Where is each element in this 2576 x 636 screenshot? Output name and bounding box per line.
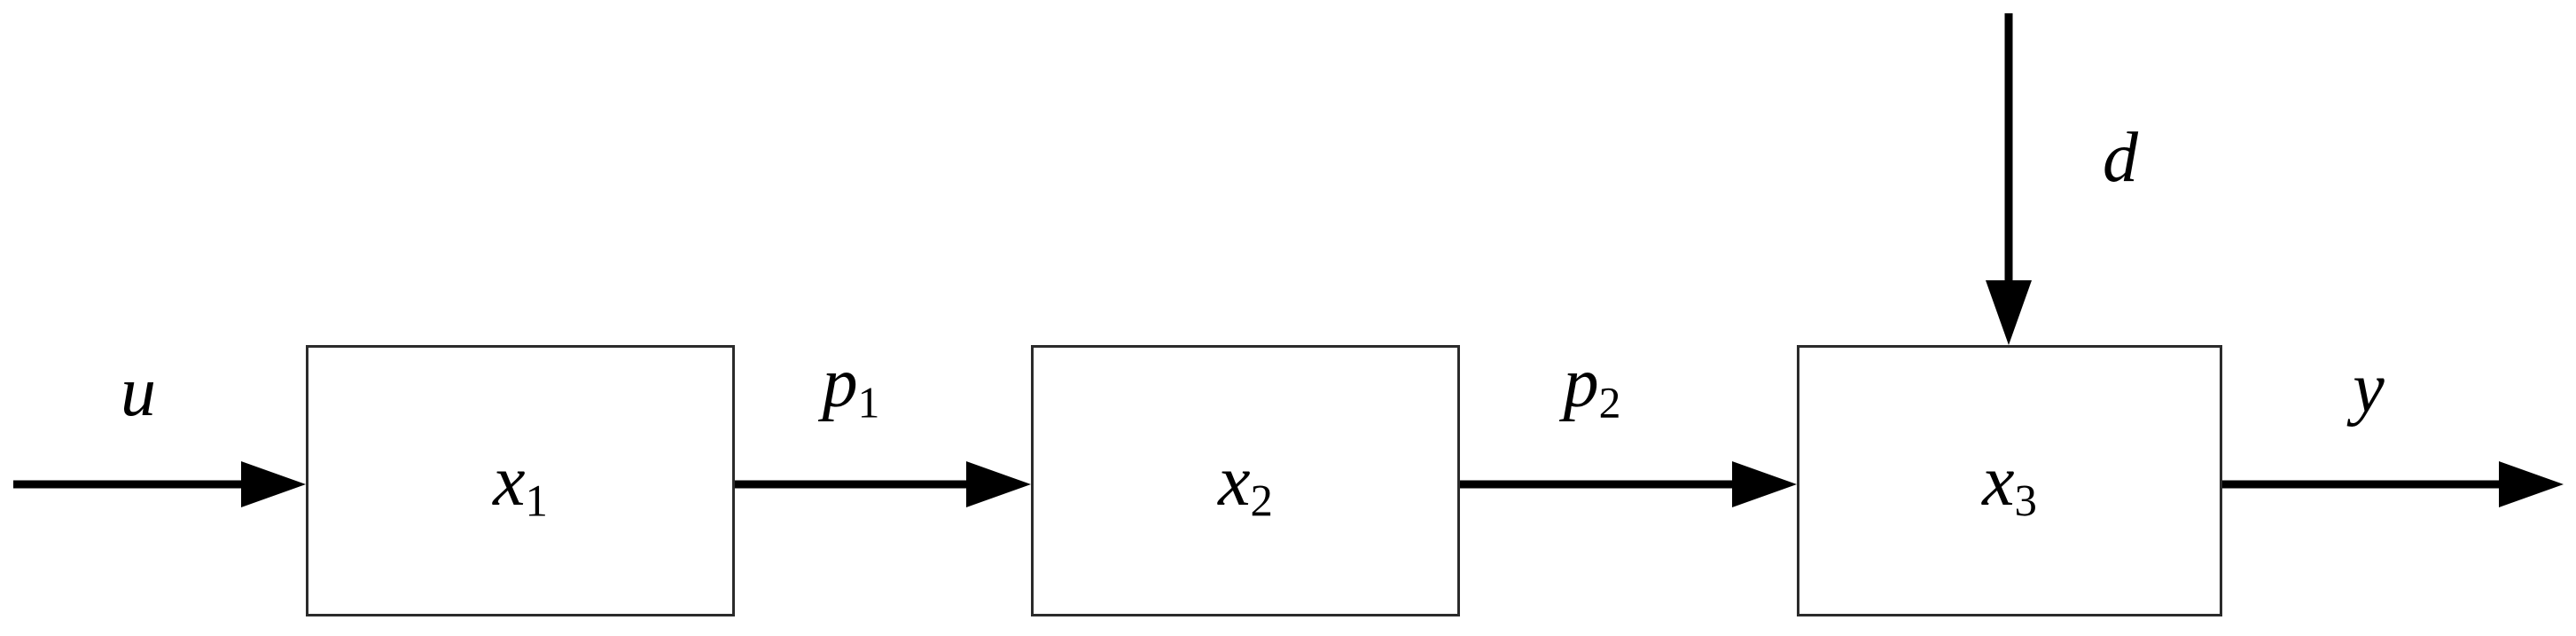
arrow-input-u [13, 461, 306, 507]
signal-label-u: u [121, 353, 156, 431]
signal-label-p2: p2 [1563, 344, 1621, 428]
signal-label-y: y [2353, 349, 2385, 428]
arrow-head [1732, 461, 1797, 507]
block-x3: x3 [1797, 345, 2222, 616]
block-x3-label: x3 [1982, 440, 2037, 526]
arrow-output-y [2222, 461, 2564, 507]
block-x1-label: x1 [493, 440, 548, 526]
block-x2: x2 [1031, 345, 1460, 616]
arrow-head [966, 461, 1031, 507]
arrow-p1 [735, 461, 1031, 507]
signal-label-d: d [2103, 119, 2138, 197]
block-x1: x1 [306, 345, 735, 616]
arrow-head [241, 461, 306, 507]
arrow-p2 [1460, 461, 1797, 507]
arrow-head [1986, 280, 2032, 345]
block-x2-label: x2 [1218, 440, 1273, 526]
signal-label-p1: p1 [822, 344, 880, 428]
arrow-disturbance-d [1986, 13, 2032, 345]
arrow-head [2499, 461, 2564, 507]
